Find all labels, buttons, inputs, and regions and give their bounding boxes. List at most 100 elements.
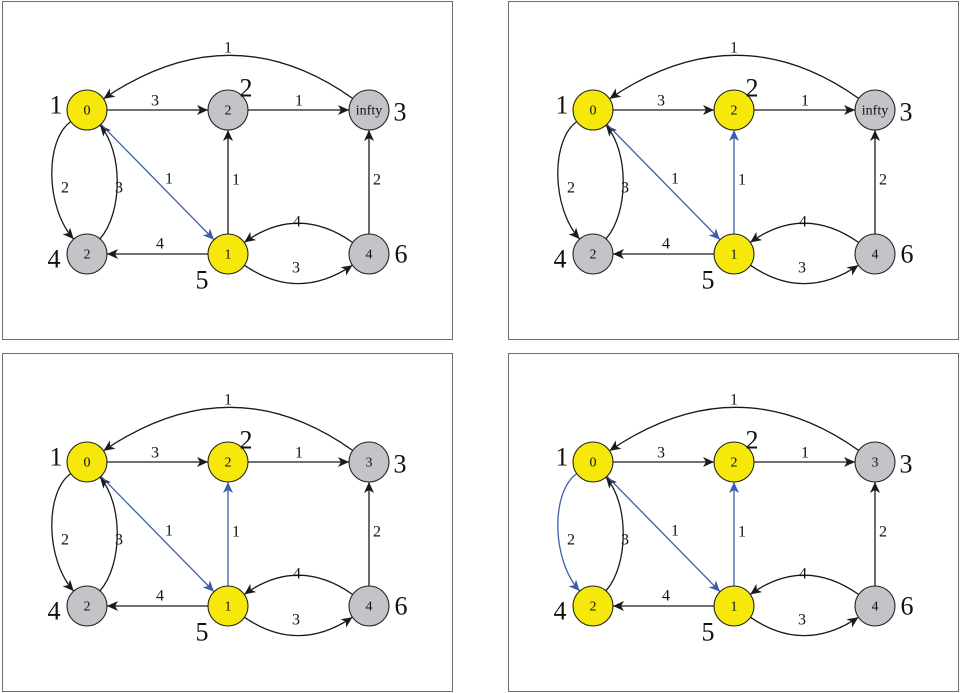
edge-3-1 [103, 54, 354, 100]
node-1-index: 1 [50, 91, 63, 120]
node-4 [572, 585, 614, 627]
node-2-index: 2 [746, 74, 759, 103]
node-2 [713, 441, 755, 483]
edge-weight-1-4: 2 [567, 180, 575, 197]
node-1-distance: 0 [84, 456, 91, 471]
node-4-distance: 2 [84, 248, 91, 263]
edge-5-6 [750, 616, 859, 637]
edge-weight-1-5: 1 [671, 523, 679, 540]
node-5 [713, 233, 755, 275]
node-2-index: 2 [240, 74, 253, 103]
node-1 [66, 441, 108, 483]
edge-weight-2-3: 1 [801, 93, 809, 110]
node-4-distance: 2 [590, 600, 597, 615]
edge-weight-6-3: 2 [879, 524, 887, 541]
node-1-index: 1 [50, 443, 63, 472]
edge-weight-6-5: 4 [293, 566, 301, 583]
edge-weight-6-5: 4 [293, 214, 301, 231]
node-3-index: 3 [394, 98, 407, 127]
edge-3-1 [609, 54, 860, 100]
node-4 [66, 585, 108, 627]
node-6-distance: 4 [872, 600, 879, 615]
edge-weight-2-3: 1 [295, 93, 303, 110]
edge-weight-1-4: 2 [567, 532, 575, 549]
edge-weight-5-2: 1 [738, 524, 746, 541]
node-6-distance: 4 [366, 248, 373, 263]
edge-weight-5-6: 3 [292, 612, 300, 629]
node-3-index: 3 [394, 450, 407, 479]
edge-3-1 [609, 406, 860, 452]
edge-4-1 [605, 476, 624, 592]
node-5 [713, 585, 755, 627]
node-2-distance: 2 [225, 456, 232, 471]
edge-1-5 [606, 123, 721, 241]
node-2-distance: 2 [731, 104, 738, 119]
edge-1-4 [557, 121, 581, 240]
edge-weight-1-5: 1 [165, 171, 173, 188]
node-4-index: 4 [554, 245, 567, 274]
node-1-index: 1 [556, 91, 569, 120]
edge-weight-5-6: 3 [798, 260, 806, 277]
node-1 [66, 89, 108, 131]
edge-5-6 [750, 264, 859, 285]
edge-weight-5-2: 1 [738, 172, 746, 189]
node-3-index: 3 [900, 450, 913, 479]
edge-weight-5-2: 1 [232, 172, 240, 189]
node-1-distance: 0 [590, 104, 597, 119]
edge-weight-2-3: 1 [295, 445, 303, 462]
node-6 [854, 585, 896, 627]
edge-weight-3-1: 1 [730, 392, 738, 409]
node-6 [348, 233, 390, 275]
node-3 [854, 441, 896, 483]
node-6-distance: 4 [872, 248, 879, 263]
edge-4-1 [605, 124, 624, 240]
node-3 [348, 89, 390, 131]
edge-weight-1-2: 3 [151, 93, 159, 110]
node-4-index: 4 [48, 245, 61, 274]
node-5-distance: 1 [731, 248, 738, 263]
node-2 [207, 441, 249, 483]
edge-weight-4-1: 3 [621, 180, 629, 197]
node-4-index: 4 [554, 597, 567, 626]
node-5 [207, 585, 249, 627]
edge-weight-5-4: 4 [662, 236, 670, 253]
edge-6-5 [749, 574, 860, 596]
edge-1-4 [51, 121, 75, 240]
edge-1-4 [557, 473, 581, 592]
node-5-distance: 1 [225, 248, 232, 263]
edge-weight-6-3: 2 [373, 172, 381, 189]
edge-weight-5-4: 4 [156, 236, 164, 253]
node-3 [854, 89, 896, 131]
edge-3-1 [103, 406, 354, 452]
node-6 [348, 585, 390, 627]
node-2-distance: 2 [731, 456, 738, 471]
node-6 [854, 233, 896, 275]
edge-weight-2-3: 1 [801, 445, 809, 462]
edge-weight-1-5: 1 [165, 523, 173, 540]
node-3-distance: 3 [366, 456, 373, 471]
node-3-distance: infty [862, 104, 888, 119]
node-5-index: 5 [196, 266, 209, 295]
edge-weight-3-1: 1 [224, 40, 232, 57]
edge-5-6 [244, 264, 353, 285]
edge-weight-4-1: 3 [621, 532, 629, 549]
edge-weight-5-4: 4 [156, 588, 164, 605]
edge-weight-4-1: 3 [115, 180, 123, 197]
node-6-index: 6 [901, 592, 914, 621]
edge-weight-4-1: 3 [115, 532, 123, 549]
node-5-index: 5 [196, 618, 209, 647]
node-4-distance: 2 [84, 600, 91, 615]
node-6-index: 6 [395, 240, 408, 269]
edge-6-5 [243, 222, 354, 244]
node-5-index: 5 [702, 618, 715, 647]
node-4 [572, 233, 614, 275]
edge-weight-6-3: 2 [373, 524, 381, 541]
edge-1-5 [606, 475, 721, 593]
node-2 [207, 89, 249, 131]
node-1-index: 1 [556, 443, 569, 472]
